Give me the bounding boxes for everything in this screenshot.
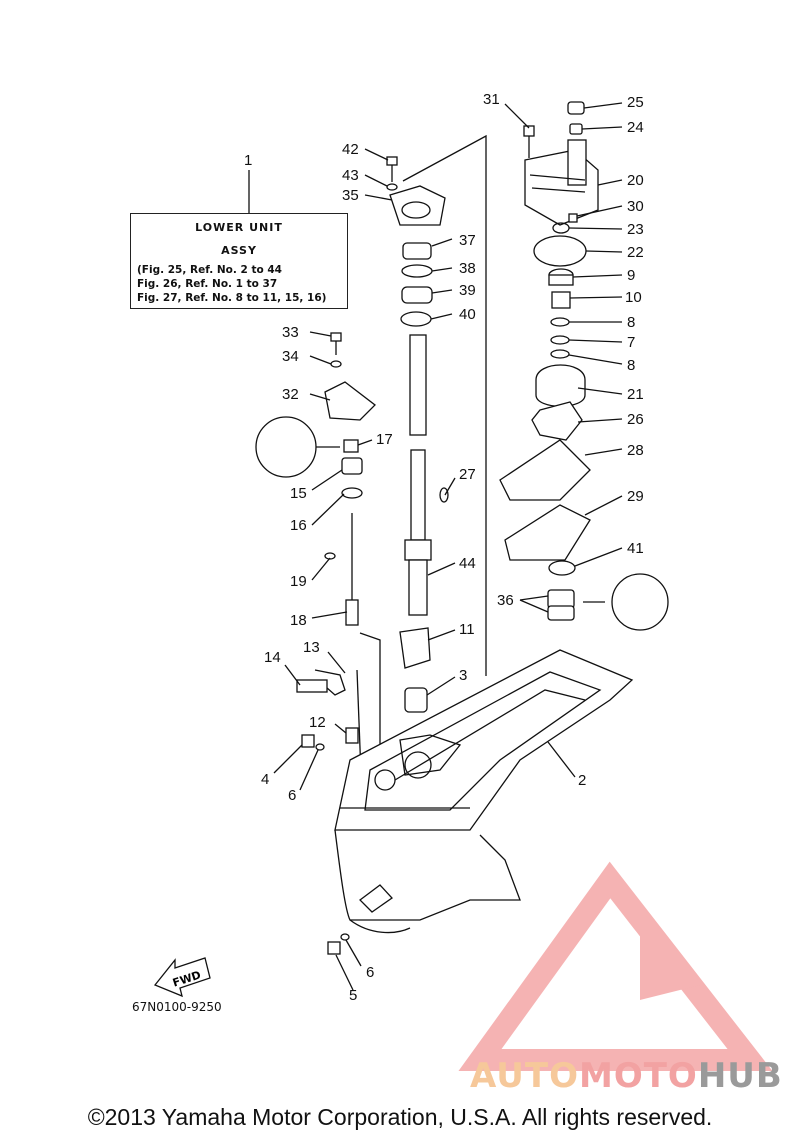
- callout-6a: 6: [288, 787, 296, 804]
- callout-29: 29: [627, 488, 644, 505]
- callout-36: 36: [497, 592, 514, 609]
- callout-17: 17: [376, 431, 393, 448]
- info-box-ref-line: (Fig. 25, Ref. No. 2 to 44: [137, 264, 282, 276]
- info-box-subtitle: ASSY: [221, 244, 257, 257]
- callout-4: 4: [261, 771, 269, 788]
- water-pump-housing: [524, 139, 599, 226]
- callout-23: 23: [627, 221, 644, 238]
- callout-25: 25: [627, 94, 644, 111]
- callout-13: 13: [303, 639, 320, 656]
- callout-15: 15: [290, 485, 307, 502]
- callout-16: 16: [290, 517, 307, 534]
- callout-9: 9: [627, 267, 635, 284]
- callout-35: 35: [342, 187, 359, 204]
- info-box-ref-line: Fig. 27, Ref. No. 8 to 11, 15, 16): [137, 292, 327, 304]
- callout-21: 21: [627, 386, 644, 403]
- callout-8b: 8: [627, 357, 635, 374]
- diagram-code: 67N0100-9250: [132, 1000, 222, 1014]
- copyright-notice: ©2013 Yamaha Motor Corporation, U.S.A. A…: [87, 1104, 713, 1130]
- watermark-text: AUTOMOTOHUB: [470, 1056, 783, 1096]
- callout-32: 32: [282, 386, 299, 403]
- callout-26: 26: [627, 411, 644, 428]
- callout-38: 38: [459, 260, 476, 277]
- callout-22: 22: [627, 244, 644, 261]
- callout-42: 42: [342, 141, 359, 158]
- callout-43: 43: [342, 167, 359, 184]
- callout-20: 20: [627, 172, 644, 189]
- callout-8a: 8: [627, 314, 635, 331]
- callout-28: 28: [627, 442, 644, 459]
- callout-3: 3: [459, 667, 467, 684]
- callout-10: 10: [625, 289, 642, 306]
- callout-7: 7: [627, 334, 635, 351]
- callout-27: 27: [459, 466, 476, 483]
- callout-41: 41: [627, 540, 644, 557]
- callout-34: 34: [282, 348, 299, 365]
- watermark-part-auto: AUTO: [470, 1056, 579, 1096]
- callout-6b: 6: [366, 964, 374, 981]
- callout-39: 39: [459, 282, 476, 299]
- callout-30: 30: [627, 198, 644, 215]
- callout-2: 2: [578, 772, 586, 789]
- callout-5: 5: [349, 987, 357, 1004]
- callout-40: 40: [459, 306, 476, 323]
- callout-37: 37: [459, 232, 476, 249]
- callout-19: 19: [290, 573, 307, 590]
- info-box-ref-line: Fig. 26, Ref. No. 1 to 37: [137, 278, 278, 290]
- callout-31: 31: [483, 91, 500, 108]
- callout-12: 12: [309, 714, 326, 731]
- callout-33: 33: [282, 324, 299, 341]
- callout-11: 11: [459, 621, 475, 638]
- lower-unit-assy-box: LOWER UNIT ASSY (Fig. 25, Ref. No. 2 to …: [130, 213, 348, 309]
- info-box-title: LOWER UNIT: [195, 221, 283, 234]
- drive-shaft: [404, 334, 432, 616]
- watermark-part-moto: MOTO: [578, 1056, 698, 1096]
- callout-24: 24: [627, 119, 644, 136]
- watermark-logo: [458, 861, 773, 1071]
- watermark-part-hub: HUB: [697, 1056, 783, 1096]
- callout-1: 1: [244, 152, 252, 169]
- callout-18: 18: [290, 612, 307, 629]
- lower-unit-housing: [334, 649, 634, 934]
- callout-14: 14: [264, 649, 281, 666]
- callout-44: 44: [459, 555, 476, 572]
